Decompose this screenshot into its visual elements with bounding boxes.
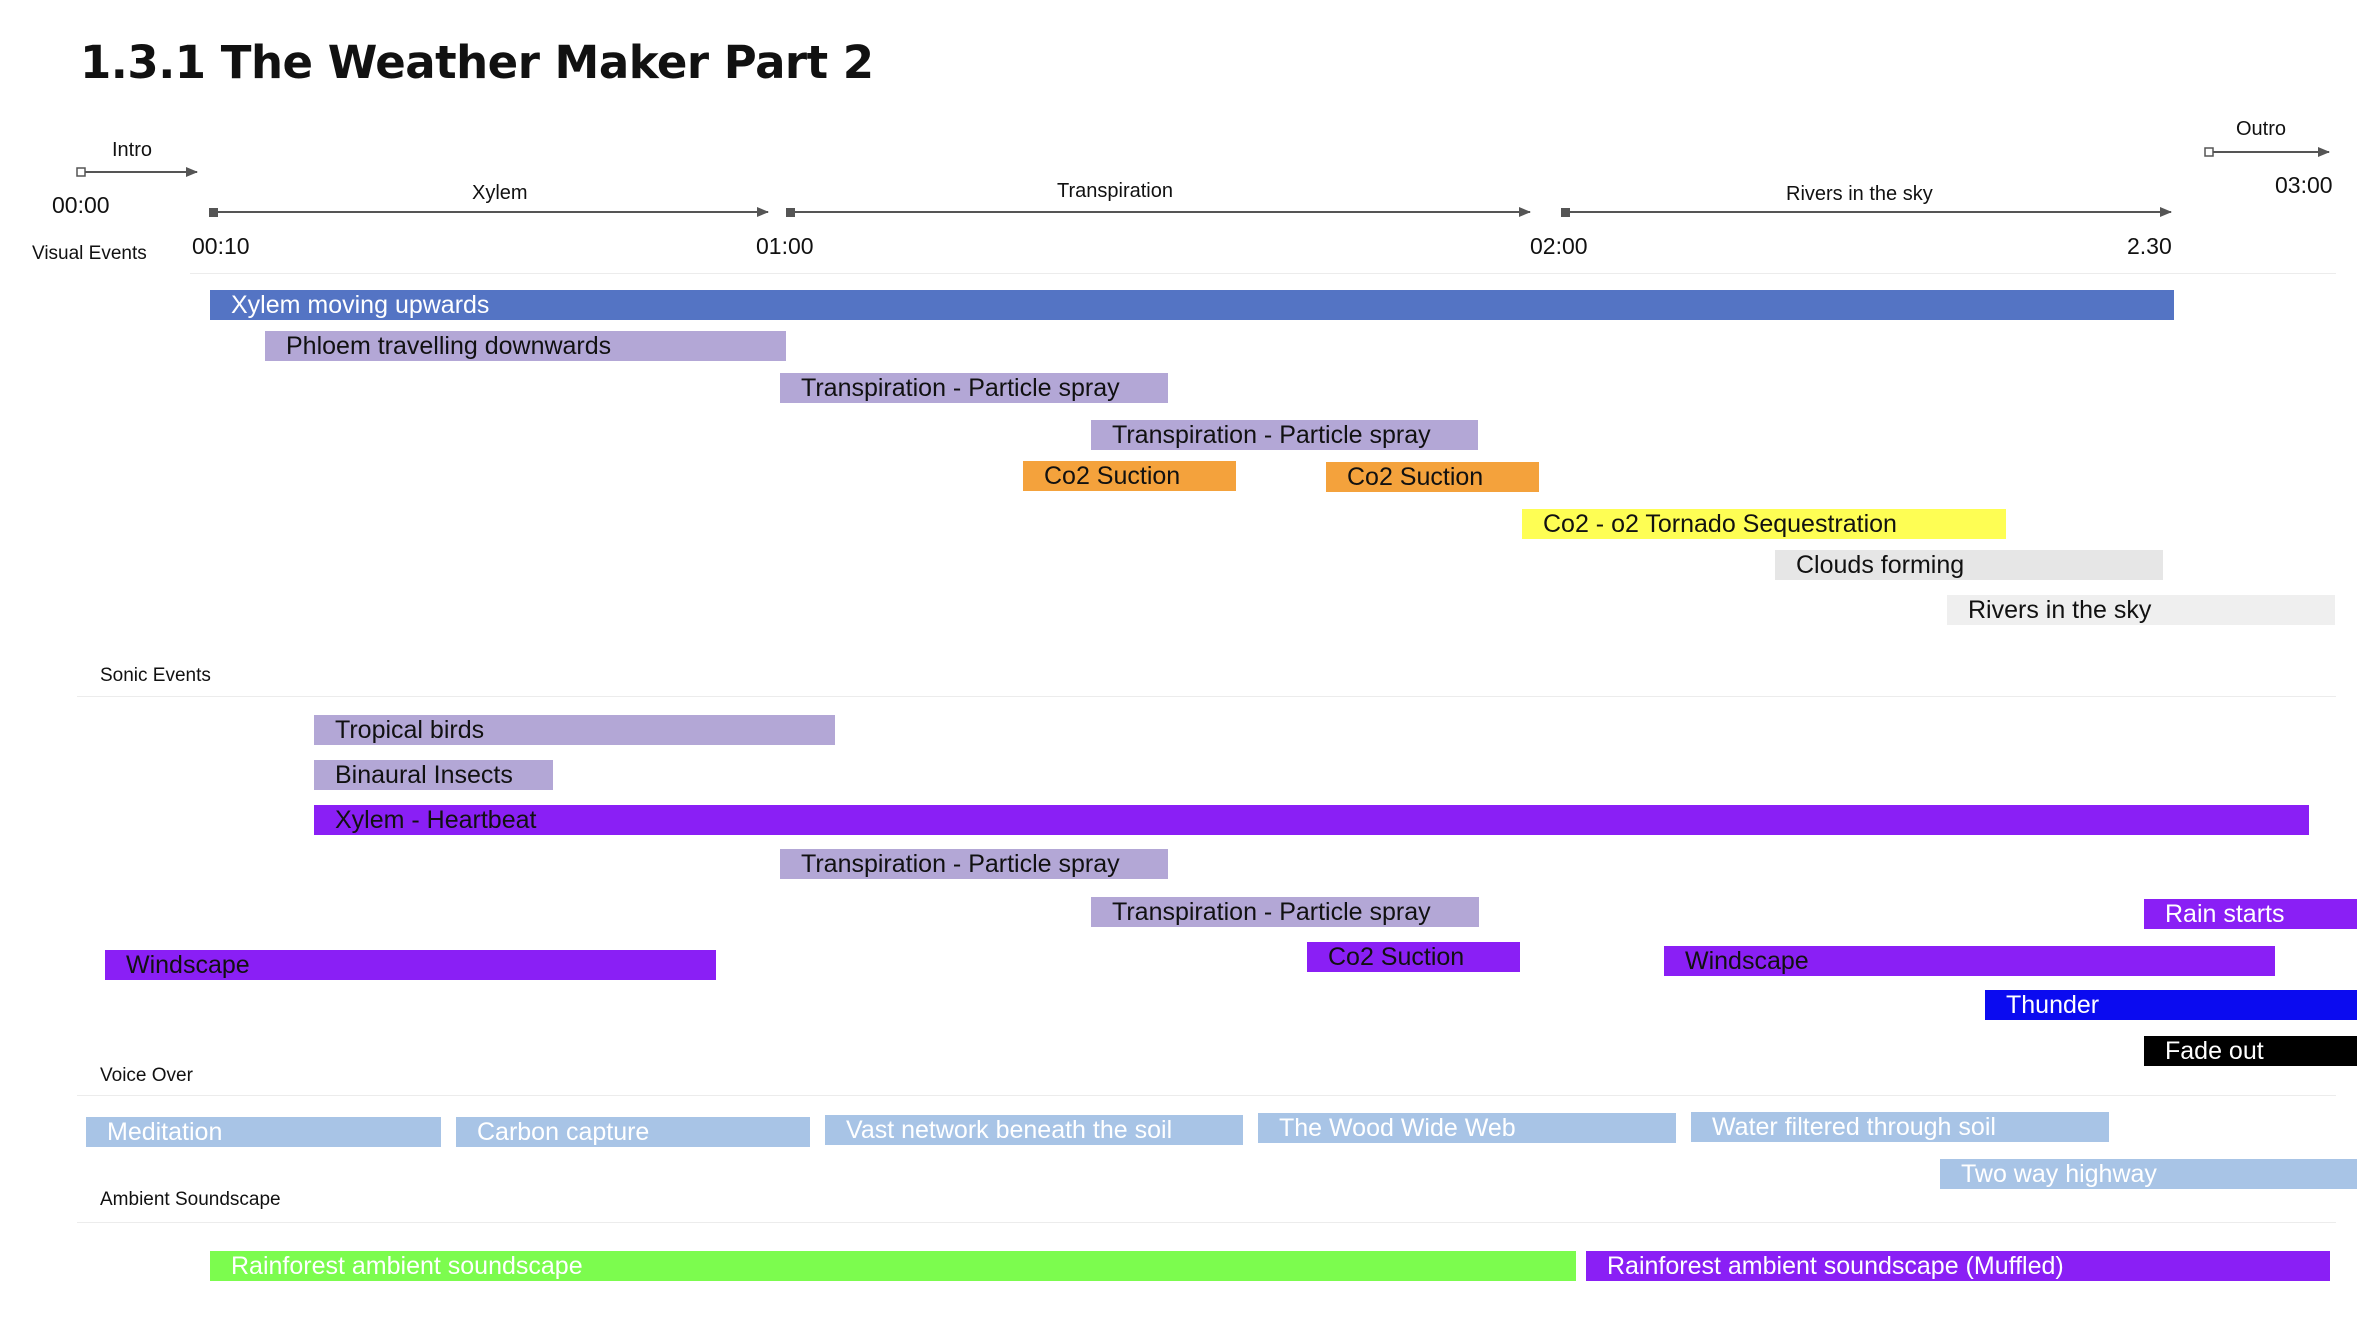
bar-label: Clouds forming bbox=[1796, 551, 1965, 579]
segment-label-rivers: Rivers in the sky bbox=[1786, 183, 1933, 205]
bar-label: Transpiration - Particle spray bbox=[801, 374, 1120, 402]
voice-bar-vast-network: Vast network beneath the soil bbox=[825, 1115, 1243, 1145]
voice-bar-two-way-highway: Two way highway bbox=[1940, 1159, 2357, 1189]
section-label-ambient: Ambient Soundscape bbox=[100, 1189, 281, 1210]
section-label-visual: Visual Events bbox=[32, 243, 147, 264]
transpiration-arrow bbox=[786, 207, 1531, 217]
sonic-bar-transpiration-1: Transpiration - Particle spray bbox=[780, 849, 1168, 879]
sonic-bar-binaural-insects: Binaural Insects bbox=[314, 760, 553, 790]
bar-label: Binaural Insects bbox=[335, 761, 513, 789]
bar-label: Rivers in the sky bbox=[1968, 596, 2152, 624]
outro-arrow bbox=[2204, 147, 2330, 157]
bar-label: Rainforest ambient soundscape bbox=[231, 1252, 583, 1280]
ambient-bar-rainforest-muffled: Rainforest ambient soundscape (Muffled) bbox=[1586, 1251, 2330, 1281]
time-label-0000: 00:00 bbox=[52, 192, 110, 218]
visual-bar-transpiration-2: Transpiration - Particle spray bbox=[1091, 420, 1478, 450]
bar-label: Transpiration - Particle spray bbox=[801, 850, 1120, 878]
sonic-bar-co2-suction: Co2 Suction bbox=[1307, 942, 1520, 972]
bar-label: Co2 Suction bbox=[1347, 463, 1484, 491]
page-title: 1.3.1 The Weather Maker Part 2 bbox=[80, 36, 874, 89]
divider-ambient bbox=[77, 1222, 2336, 1223]
bar-label: Two way highway bbox=[1961, 1160, 2157, 1188]
bar-label: Phloem travelling downwards bbox=[286, 332, 612, 360]
sonic-bar-thunder: Thunder bbox=[1985, 990, 2357, 1020]
bar-label: Co2 - o2 Tornado Sequestration bbox=[1543, 510, 1897, 538]
divider-sonic bbox=[77, 696, 2336, 697]
time-label-0010: 00:10 bbox=[192, 233, 250, 259]
voice-bar-carbon-capture: Carbon capture bbox=[456, 1117, 810, 1147]
rivers-arrow bbox=[1561, 207, 2172, 217]
voice-bar-wood-wide-web: The Wood Wide Web bbox=[1258, 1113, 1676, 1143]
voice-bar-meditation: Meditation bbox=[86, 1117, 441, 1147]
segment-label-xylem: Xylem bbox=[472, 182, 528, 204]
segment-label-intro: Intro bbox=[112, 139, 153, 161]
xylem-arrow bbox=[209, 207, 769, 217]
time-label-0300: 03:00 bbox=[2275, 172, 2333, 198]
sonic-bar-fade-out: Fade out bbox=[2144, 1036, 2357, 1066]
bar-label: Tropical birds bbox=[335, 716, 485, 744]
sonic-bar-xylem-heartbeat: Xylem - Heartbeat bbox=[314, 805, 2309, 835]
bar-label: The Wood Wide Web bbox=[1279, 1114, 1516, 1142]
bar-label: Vast network beneath the soil bbox=[846, 1116, 1173, 1144]
visual-bar-xylem-moving-upwards: Xylem moving upwards bbox=[210, 290, 2174, 320]
bar-label: Carbon capture bbox=[477, 1118, 650, 1146]
visual-bar-rivers-in-the-sky: Rivers in the sky bbox=[1947, 595, 2335, 625]
sonic-bar-transpiration-2: Transpiration - Particle spray bbox=[1091, 897, 1479, 927]
ambient-bar-rainforest: Rainforest ambient soundscape bbox=[210, 1251, 1576, 1281]
voice-bar-water-filtered: Water filtered through soil bbox=[1691, 1112, 2109, 1142]
time-label-0100: 01:00 bbox=[756, 233, 814, 259]
bar-label: Xylem - Heartbeat bbox=[335, 806, 537, 834]
visual-bar-phloem: Phloem travelling downwards bbox=[265, 331, 786, 361]
bar-label: Transpiration - Particle spray bbox=[1112, 898, 1431, 926]
sonic-bar-windscape-1: Windscape bbox=[105, 950, 716, 980]
bar-label: Fade out bbox=[2165, 1037, 2264, 1065]
bar-label: Co2 Suction bbox=[1044, 462, 1181, 490]
bar-label: Rain starts bbox=[2165, 900, 2285, 928]
bar-label: Thunder bbox=[2006, 991, 2100, 1019]
visual-bar-co2-suction-2: Co2 Suction bbox=[1326, 462, 1539, 492]
divider-voice bbox=[77, 1095, 2336, 1096]
visual-bar-clouds-forming: Clouds forming bbox=[1775, 550, 2163, 580]
bar-label: Water filtered through soil bbox=[1712, 1113, 1996, 1141]
bar-label: Transpiration - Particle spray bbox=[1112, 421, 1431, 449]
segment-label-outro: Outro bbox=[2236, 118, 2287, 140]
visual-bar-transpiration-1: Transpiration - Particle spray bbox=[780, 373, 1168, 403]
section-label-voice: Voice Over bbox=[100, 1065, 193, 1086]
intro-arrow bbox=[76, 167, 198, 177]
section-label-sonic: Sonic Events bbox=[100, 665, 211, 686]
sonic-bar-rain-starts: Rain starts bbox=[2144, 899, 2357, 929]
bar-label: Windscape bbox=[126, 951, 250, 979]
bar-label: Rainforest ambient soundscape (Muffled) bbox=[1607, 1252, 2064, 1280]
time-label-0230: 2.30 bbox=[2127, 233, 2172, 259]
bar-label: Xylem moving upwards bbox=[231, 291, 490, 319]
sonic-bar-tropical-birds: Tropical birds bbox=[314, 715, 835, 745]
bar-label: Co2 Suction bbox=[1328, 943, 1465, 971]
time-label-0200: 02:00 bbox=[1530, 233, 1588, 259]
visual-bar-co2-suction-1: Co2 Suction bbox=[1023, 461, 1236, 491]
bar-label: Windscape bbox=[1685, 947, 1809, 975]
sonic-bar-windscape-2: Windscape bbox=[1664, 946, 2275, 976]
bar-label: Meditation bbox=[107, 1118, 223, 1146]
divider-visual bbox=[190, 273, 2336, 274]
visual-bar-tornado-sequestration: Co2 - o2 Tornado Sequestration bbox=[1522, 509, 2006, 539]
segment-label-transpiration: Transpiration bbox=[1057, 180, 1173, 202]
